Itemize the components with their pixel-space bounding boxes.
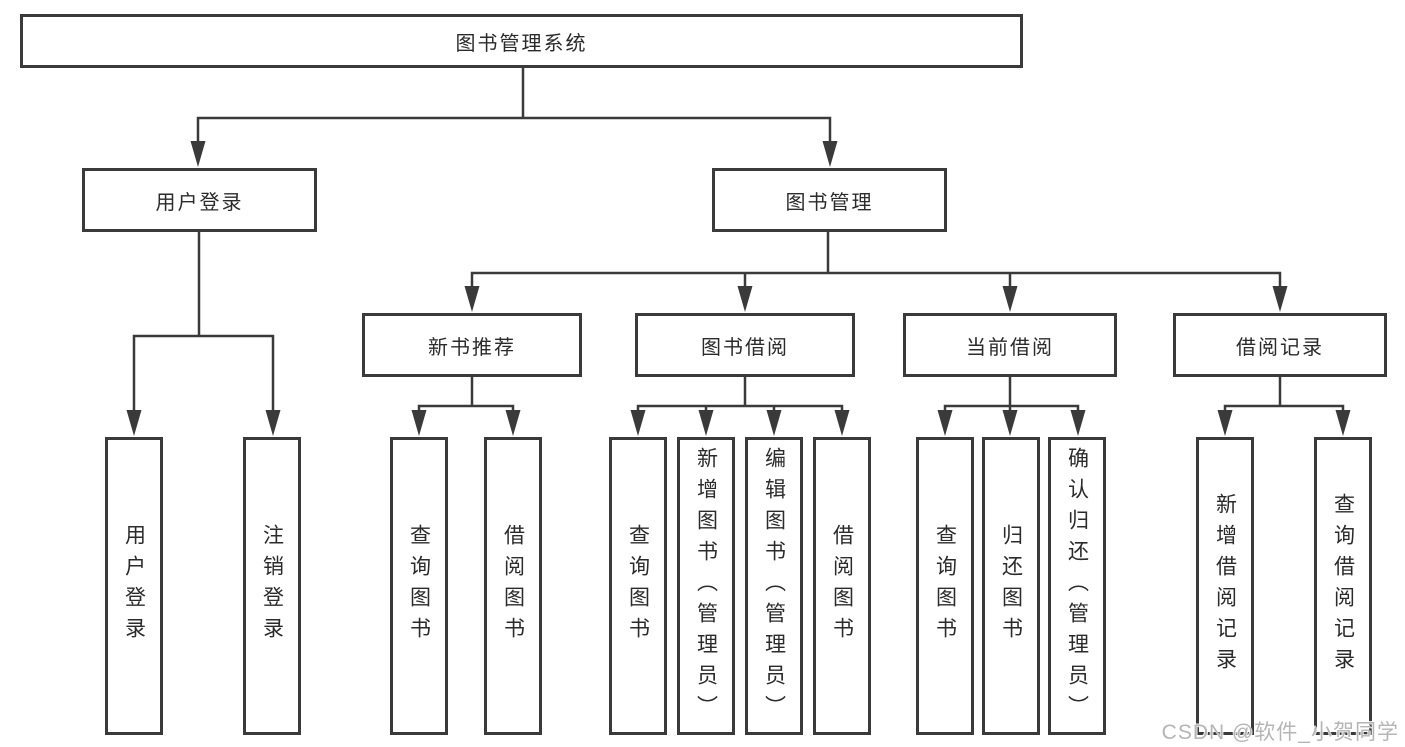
arrow-icon bbox=[630, 410, 646, 436]
leaf-query-books-recommend: 查询图书 bbox=[390, 437, 448, 735]
arrow-icon bbox=[766, 410, 782, 436]
connector-userlogin-to-leaves bbox=[132, 232, 275, 413]
node-user-login: 用户登录 bbox=[82, 168, 317, 232]
leaf-logout: 注销登录 bbox=[243, 437, 301, 735]
leaf-add-borrow-record: 新增借阅记录 bbox=[1196, 437, 1254, 735]
node-current-borrow-label: 当前借阅 bbox=[966, 336, 1054, 359]
leaf-add-books-admin: 新增图书（管理员） bbox=[677, 437, 735, 735]
node-book-borrow-label: 图书借阅 bbox=[701, 336, 789, 359]
arrow-icon bbox=[1002, 286, 1018, 312]
leaf-query-books-current: 查询图书 bbox=[916, 437, 974, 735]
connector-root-to-level2 bbox=[196, 68, 832, 144]
arrow-icon bbox=[698, 410, 714, 436]
arrow-icon bbox=[834, 410, 850, 436]
connector-currentborrow-to-leaves bbox=[943, 377, 1080, 413]
leaf-confirm-return-admin-label: 确认归还（管理员） bbox=[1065, 446, 1089, 726]
arrow-icon bbox=[1002, 410, 1018, 436]
arrow-icon bbox=[737, 286, 753, 312]
leaf-query-books-borrow: 查询图书 bbox=[609, 437, 667, 735]
node-borrow-record-label: 借阅记录 bbox=[1236, 336, 1324, 359]
node-new-book-recommend: 新书推荐 bbox=[362, 313, 582, 377]
arrow-icon bbox=[464, 286, 480, 312]
leaf-edit-books-admin: 编辑图书（管理员） bbox=[745, 437, 803, 735]
connector-bookborrow-to-leaves bbox=[636, 377, 844, 413]
arrow-icon bbox=[505, 410, 521, 436]
leaf-query-books-current-label: 查询图书 bbox=[933, 524, 957, 648]
arrow-icon bbox=[411, 410, 427, 436]
node-borrow-record: 借阅记录 bbox=[1173, 313, 1387, 377]
leaf-query-borrow-record: 查询借阅记录 bbox=[1314, 437, 1372, 735]
leaf-borrow-books: 借阅图书 bbox=[813, 437, 871, 735]
arrow-icon bbox=[822, 141, 838, 167]
node-new-book-recommend-label: 新书推荐 bbox=[428, 336, 516, 359]
connector-borrowrecord-to-leaves bbox=[1223, 377, 1345, 413]
node-book-borrow: 图书借阅 bbox=[635, 313, 855, 377]
leaf-query-borrow-record-label: 查询借阅记录 bbox=[1331, 493, 1355, 679]
arrow-icon bbox=[1217, 410, 1233, 436]
arrow-icon bbox=[1272, 286, 1288, 312]
csdn-watermark: CSDN @软件_小贺同学 bbox=[1161, 721, 1399, 744]
leaf-edit-books-admin-label: 编辑图书（管理员） bbox=[762, 446, 786, 726]
leaf-return-books-label: 归还图书 bbox=[999, 524, 1023, 648]
node-root-label: 图书管理系统 bbox=[455, 32, 588, 55]
node-root: 图书管理系统 bbox=[20, 14, 1023, 68]
node-user-login-label: 用户登录 bbox=[155, 191, 244, 214]
leaf-user-login-label: 用户登录 bbox=[122, 524, 146, 648]
arrow-icon bbox=[937, 410, 953, 436]
connector-newbook-to-leaves bbox=[417, 377, 515, 413]
arrow-icon bbox=[1070, 410, 1086, 436]
leaf-return-books: 归还图书 bbox=[982, 437, 1040, 735]
arrow-icon bbox=[1335, 410, 1351, 436]
leaf-query-books-recommend-label: 查询图书 bbox=[407, 524, 431, 648]
arrow-icon bbox=[265, 410, 281, 436]
leaf-borrow-books-label: 借阅图书 bbox=[830, 524, 854, 648]
node-book-management: 图书管理 bbox=[712, 168, 947, 232]
leaf-add-borrow-record-label: 新增借阅记录 bbox=[1213, 493, 1237, 679]
leaf-user-login: 用户登录 bbox=[105, 437, 163, 735]
arrow-icon bbox=[126, 410, 142, 436]
node-book-management-label: 图书管理 bbox=[785, 191, 874, 214]
leaf-confirm-return-admin: 确认归还（管理员） bbox=[1048, 437, 1106, 735]
leaf-borrow-books-recommend: 借阅图书 bbox=[484, 437, 542, 735]
node-current-borrow: 当前借阅 bbox=[903, 313, 1117, 377]
leaf-query-books-borrow-label: 查询图书 bbox=[626, 524, 650, 648]
leaf-add-books-admin-label: 新增图书（管理员） bbox=[694, 446, 718, 726]
leaf-borrow-books-recommend-label: 借阅图书 bbox=[501, 524, 525, 648]
arrow-icon bbox=[190, 141, 206, 167]
connector-bookmgmt-to-level3 bbox=[470, 232, 1282, 290]
leaf-logout-label: 注销登录 bbox=[260, 524, 284, 648]
